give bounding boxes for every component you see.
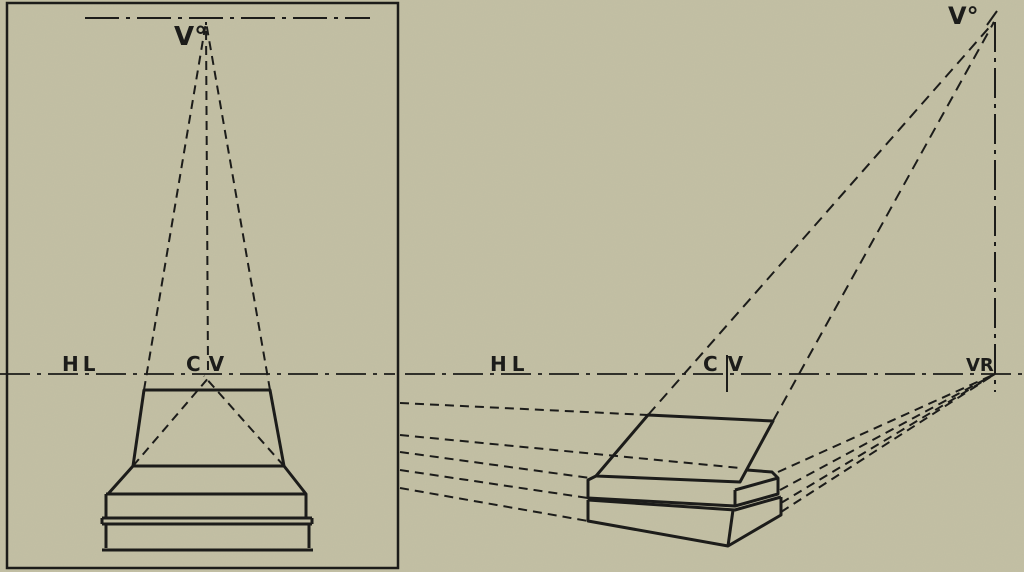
- right-book-2-corner: [726, 509, 735, 547]
- left-object: [100, 388, 314, 552]
- left-ray-4: [203, 375, 285, 467]
- right-vo-tick: [986, 10, 998, 26]
- left-cv-label: CV: [186, 352, 232, 376]
- left-panel: [0, 1, 400, 570]
- right-vr-ray-1: [777, 373, 996, 473]
- right-book-1-side: [733, 468, 780, 508]
- left-hl-label: HL: [62, 352, 99, 376]
- right-left-ray-4: [399, 469, 589, 499]
- right-hl-label: HL: [490, 352, 529, 376]
- right-cv-label: CV: [703, 352, 753, 376]
- left-ray-1: [143, 21, 207, 391]
- right-ray-top-2: [772, 21, 995, 422]
- right-left-ray-1: [399, 402, 649, 416]
- right-book-1-front: [586, 474, 736, 508]
- right-upper-rays: [647, 21, 995, 422]
- right-book-1-edge: [734, 476, 779, 492]
- right-book-2-top: [587, 495, 782, 512]
- right-vo-label: V°: [948, 2, 979, 30]
- right-vr-ray-2: [779, 373, 996, 491]
- right-vr-ray-3: [780, 373, 996, 504]
- right-vr-label: VR: [966, 355, 994, 376]
- right-object: [586, 413, 783, 548]
- right-left-ray-3: [399, 451, 591, 479]
- right-ray-top-1: [647, 21, 995, 416]
- right-left-ray-5: [399, 487, 589, 522]
- right-left-rays: [399, 402, 741, 522]
- right-panel: [399, 10, 1024, 548]
- right-vr-ray-4: [780, 373, 996, 513]
- right-left-ray-2: [399, 434, 741, 469]
- left-panel-frame: [5, 1, 400, 570]
- left-vo-label: V°: [174, 22, 207, 52]
- right-top-block: [594, 413, 775, 484]
- left-ray-2: [205, 21, 271, 391]
- right-vr-rays: [777, 373, 996, 513]
- left-ray-center: [205, 21, 209, 371]
